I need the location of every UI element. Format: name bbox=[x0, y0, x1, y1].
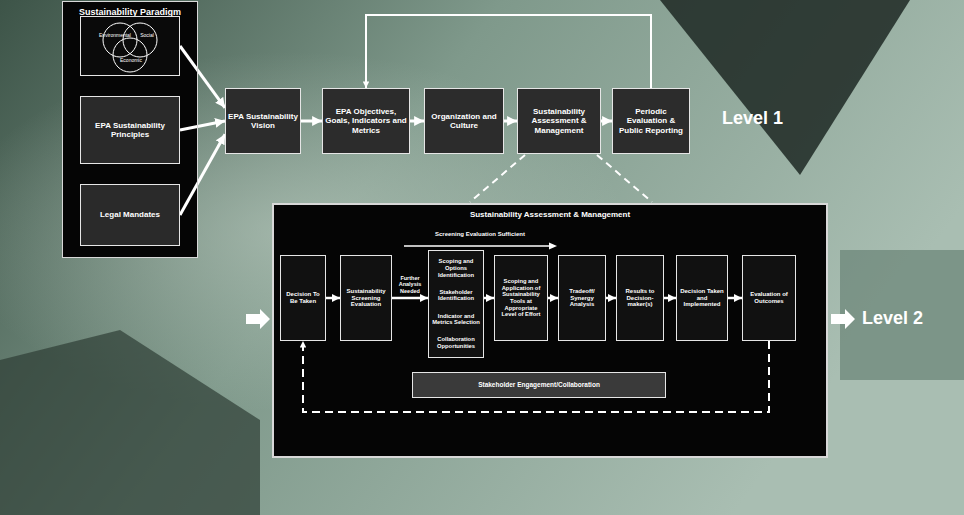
flow-arrow bbox=[504, 120, 517, 123]
zoom-line bbox=[470, 155, 525, 202]
flow-arrow bbox=[366, 15, 651, 88]
screening-arrow-line bbox=[404, 245, 550, 247]
flow-arrow bbox=[303, 341, 769, 412]
flow-arrow bbox=[410, 120, 424, 123]
venn-circle bbox=[123, 23, 157, 57]
flow-arrow bbox=[180, 134, 225, 215]
node-text: Periodic Evaluation & Public Reporting bbox=[615, 107, 687, 135]
node-text: Results to Decision-maker(s) bbox=[619, 288, 661, 309]
process-box: EPA Objectives, Goals, Indicators and Me… bbox=[322, 88, 410, 154]
node-text: Stakeholder Engagement/Collaboration bbox=[478, 381, 600, 388]
process-box: Tradeoff/ Synergy Analysis bbox=[558, 255, 606, 341]
node-text: Evaluation of Outcomes bbox=[745, 291, 793, 305]
node-text: Decision To Be Taken bbox=[283, 291, 323, 305]
node-text: Tradeoff/ Synergy Analysis bbox=[561, 288, 603, 309]
node-text: Legal Mandates bbox=[100, 210, 160, 219]
flow-arrow bbox=[326, 297, 340, 300]
flow-arrow bbox=[392, 297, 428, 300]
node-text: Decision Taken and Implemented bbox=[679, 288, 725, 309]
process-box: Sustainability Assessment & Management bbox=[517, 88, 601, 154]
panel-fill bbox=[62, 1, 198, 258]
process-box: Periodic Evaluation & Public Reporting bbox=[612, 88, 690, 154]
level2-panel: Sustainability Assessment & ManagementDe… bbox=[272, 203, 828, 458]
screening-arrow-head bbox=[549, 243, 557, 250]
path-label: Screening Evaluation Sufficient bbox=[400, 231, 560, 238]
node-text: Indicator and Metrics Selection bbox=[431, 313, 481, 326]
label-ground bbox=[840, 250, 964, 380]
process-box: Sustainability Screening Evaluation bbox=[340, 255, 392, 341]
process-box: Organization and Culture bbox=[424, 88, 504, 154]
process-box: Legal Mandates bbox=[80, 184, 180, 246]
exit-arrow bbox=[831, 309, 855, 329]
process-box: Results to Decision-maker(s) bbox=[616, 255, 664, 341]
node-text: EPA Sustainability Principles bbox=[83, 121, 177, 139]
flow-arrow bbox=[728, 297, 742, 300]
flow-arrow bbox=[484, 297, 494, 300]
node-text: Scoping and Application of Sustainabilit… bbox=[497, 278, 545, 318]
level-label: Level 1 bbox=[722, 108, 812, 129]
process-box: Scoping and Options IdentificationStakeh… bbox=[428, 250, 484, 358]
flow-arrow bbox=[180, 46, 225, 108]
flow-arrow bbox=[548, 297, 558, 300]
node-text: Organization and Culture bbox=[427, 112, 501, 130]
flow-arrow bbox=[180, 121, 225, 130]
venn-circles bbox=[81, 17, 179, 75]
flow-arrow bbox=[601, 120, 612, 123]
process-box: EPA Sustainability Vision bbox=[225, 88, 301, 154]
entry-arrow bbox=[246, 309, 270, 329]
node-text: Social bbox=[140, 33, 154, 39]
venn-circle bbox=[103, 23, 137, 57]
dark-corner bbox=[0, 330, 260, 515]
node-text: Stakeholder Identification bbox=[431, 289, 481, 302]
stakeholder-band: Stakeholder Engagement/Collaboration bbox=[412, 372, 666, 398]
paradigm-panel: Sustainability ParadigmEnvironmentalSoci… bbox=[62, 1, 198, 258]
node-text: Sustainability Screening Evaluation bbox=[343, 288, 389, 309]
node-text: Sustainability Assessment & Management bbox=[470, 208, 630, 219]
venn-circle bbox=[113, 38, 147, 72]
node-text: Environmental bbox=[99, 33, 131, 39]
level-label: Level 2 bbox=[862, 308, 952, 329]
node-text: Scoping and Options Identification bbox=[431, 258, 481, 278]
zoom-line bbox=[597, 155, 652, 202]
node-text: Sustainability Assessment & Management bbox=[520, 107, 598, 135]
process-box: Decision Taken and Implemented bbox=[676, 255, 728, 341]
flow-arrow bbox=[606, 297, 616, 300]
panel-fill bbox=[272, 203, 828, 458]
panel-backdrops bbox=[62, 1, 828, 458]
edge-label: Further Analysis Needed bbox=[393, 275, 427, 294]
process-box: Evaluation of Outcomes bbox=[742, 255, 796, 341]
venn-box: Environmental SocialEconomic bbox=[80, 16, 180, 76]
dark-triangle bbox=[660, 0, 910, 175]
flow-arrow bbox=[664, 297, 676, 300]
node-text: EPA Objectives, Goals, Indicators and Me… bbox=[325, 107, 407, 135]
node-text: Collaboration Opportunities bbox=[431, 336, 481, 349]
process-box: Decision To Be Taken bbox=[280, 255, 326, 341]
flow-arrow bbox=[301, 120, 322, 123]
process-box: EPA Sustainability Principles bbox=[80, 96, 180, 164]
node-text: Economic bbox=[120, 58, 142, 64]
process-box: Scoping and Application of Sustainabilit… bbox=[494, 255, 548, 341]
node-text: EPA Sustainability Vision bbox=[228, 112, 298, 130]
